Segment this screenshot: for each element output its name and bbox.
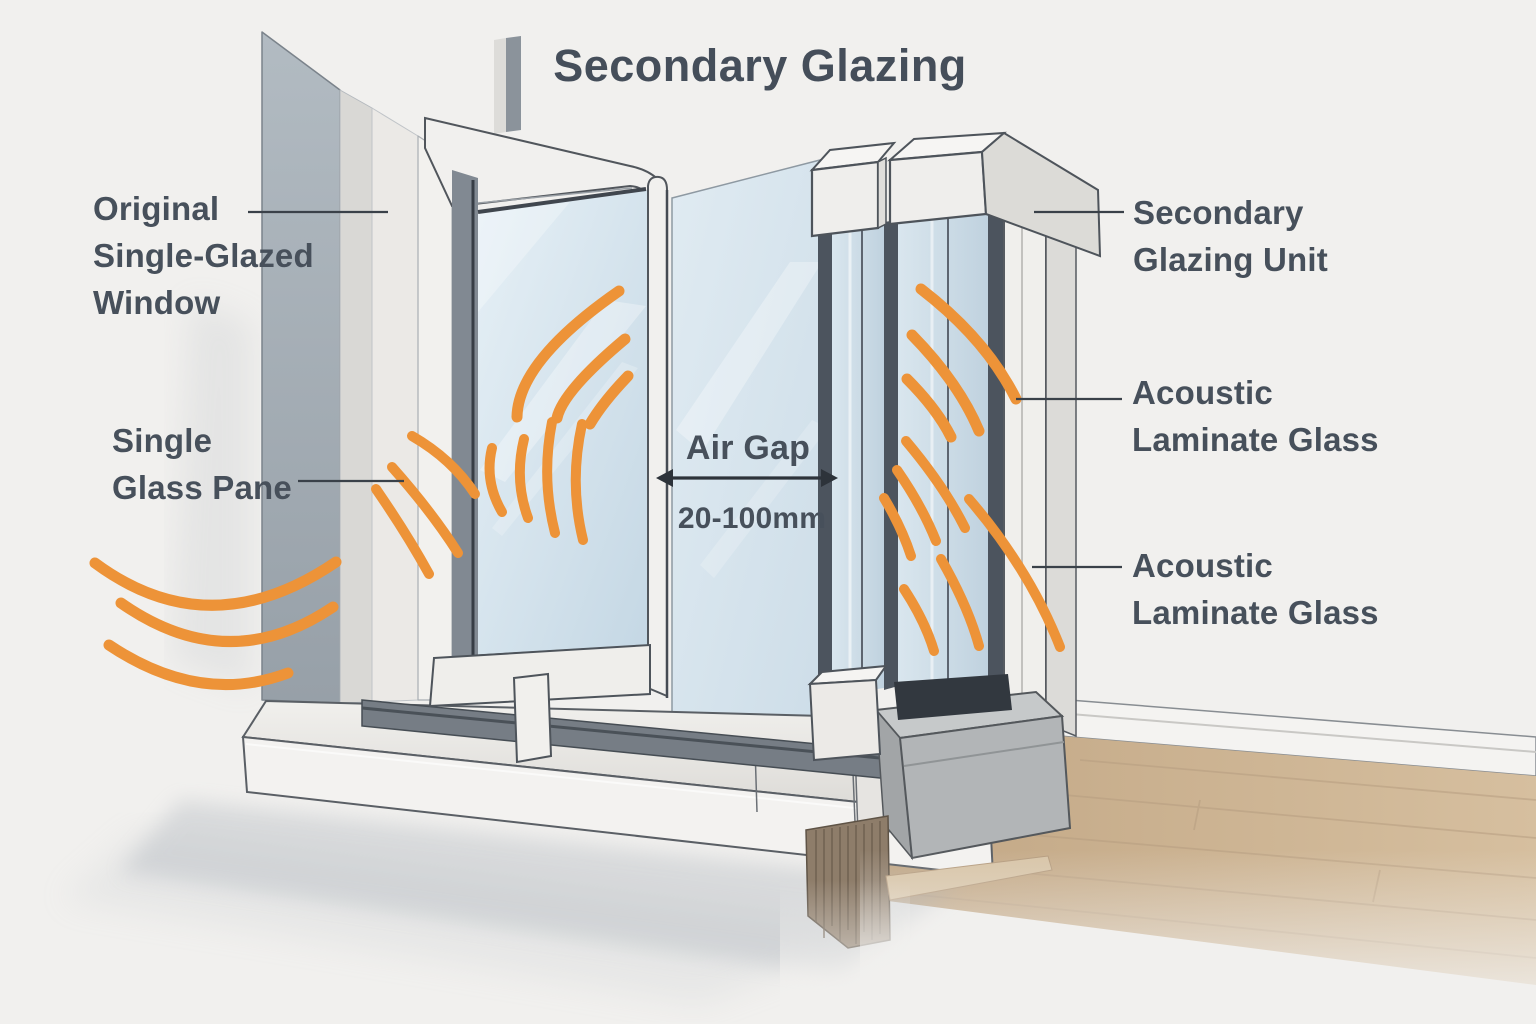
unit-head-frame <box>809 131 1102 258</box>
window-right-stile <box>647 175 668 698</box>
left-wall-reveal <box>261 31 521 704</box>
cutaway-fade <box>780 880 910 1020</box>
acoustic-laminate-pane-1 <box>832 222 884 696</box>
sound-wave-arc-group-glass <box>511 285 634 430</box>
label-air-gap: Air Gap <box>685 429 811 467</box>
sound-wave-arc-group-jamb <box>371 431 480 579</box>
label-acoustic-glass-top: Acoustic Laminate Glass <box>1132 374 1379 458</box>
sound-wave-arc-group-wall <box>89 556 342 691</box>
page-title: Secondary Glazing <box>553 40 967 91</box>
label-single-glass-pane: Single Glass Pane <box>112 422 292 506</box>
unit-base-front <box>898 714 1072 860</box>
unit-right-jamb <box>1003 207 1047 726</box>
sash-stop-block <box>512 672 553 764</box>
label-original-window: Original Single-Glazed Window <box>93 190 314 321</box>
label-air-gap-range: 20-100mm <box>677 502 827 535</box>
floor-fade <box>860 850 1536 1020</box>
unit-bottom-rail <box>894 674 1012 720</box>
sound-wave-arc-group-glass-lower <box>484 417 588 545</box>
sound-wave-arc-group-unit-lower <box>879 436 1065 656</box>
sound-waves <box>89 283 1065 691</box>
sill-shadow <box>60 800 960 1005</box>
label-acoustic-glass-bottom: Acoustic Laminate Glass <box>1132 547 1379 631</box>
secondary-glazing-unit <box>807 131 1102 861</box>
wall-shading <box>172 300 252 690</box>
connector-lines <box>248 210 1124 569</box>
single-glass-pane <box>478 190 648 664</box>
sound-wave-arc-group-unit-upper <box>901 283 1022 443</box>
air-gap-dimension-arrow <box>656 469 838 487</box>
unit-left-jamb-block <box>808 678 882 762</box>
label-secondary-unit: Secondary Glazing Unit <box>1133 194 1328 278</box>
